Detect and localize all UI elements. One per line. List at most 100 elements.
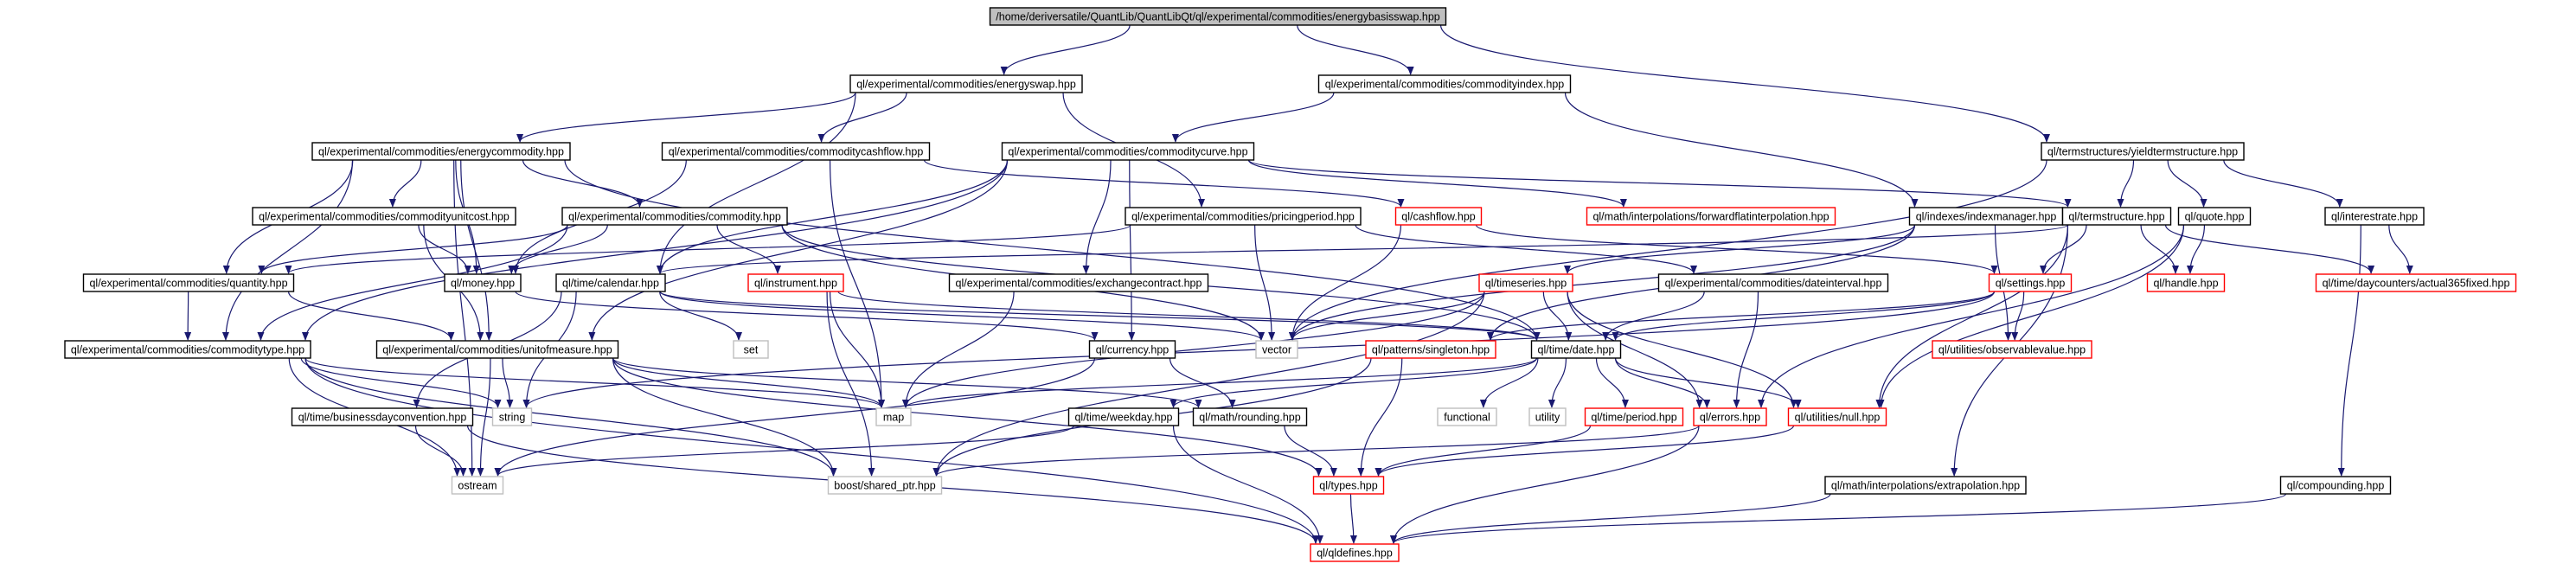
node-commoditytype[interactable]: ql/experimental/commodities/commoditytyp… [64, 340, 311, 359]
node-handle[interactable]: ql/handle.hpp [2146, 273, 2226, 292]
node-forwardflat[interactable]: ql/math/interpolations/forwardflatinterp… [1586, 207, 1836, 226]
edge-yieldtermstructure-to-vector [1289, 159, 2047, 341]
edge-businessday-to-ostream [414, 425, 467, 477]
node-map[interactable]: map [875, 407, 912, 426]
node-label: set [744, 344, 759, 356]
node-ostream[interactable]: ostream [451, 476, 504, 495]
node-box [1394, 207, 1483, 226]
node-box [849, 74, 1083, 93]
node-commodity[interactable]: ql/experimental/commodities/commodity.hp… [561, 207, 788, 226]
node-timeseries[interactable]: ql/timeseries.hpp [1478, 273, 1573, 292]
node-energycommodity[interactable]: ql/experimental/commodities/energycommod… [311, 142, 571, 161]
node-sharedptr[interactable]: boost/shared_ptr.hpp [827, 476, 943, 495]
edge-commoditycurve-to-commoditytype [302, 159, 1009, 341]
edge-unitofmeasure-to-sharedptr [612, 357, 837, 477]
node-utility[interactable]: utility [1528, 407, 1567, 426]
node-root[interactable]: /home/deriversatile/QuantLib/QuantLibQt/… [989, 7, 1447, 26]
node-commodityindex[interactable]: ql/experimental/commodities/commodityind… [1317, 74, 1572, 93]
node-settings[interactable]: ql/settings.hpp [1988, 273, 2073, 292]
node-commodityunitcost[interactable]: ql/experimental/commodities/commodityuni… [252, 207, 516, 226]
node-quantity[interactable]: ql/experimental/commodities/quantity.hpp [82, 273, 295, 292]
edge-unitofmeasure-to-string [502, 357, 514, 408]
node-label: ql/termstructures/yieldtermstructure.hpp [2047, 146, 2238, 158]
node-actual365[interactable]: ql/time/daycounters/actual365fixed.hpp [2315, 273, 2517, 292]
node-label: ql/experimental/commodities/dateinterval… [1665, 278, 1882, 290]
node-currency[interactable]: ql/currency.hpp [1088, 340, 1176, 359]
node-box [311, 142, 571, 161]
node-box [1478, 273, 1573, 292]
node-compounding[interactable]: ql/compounding.hpp [2279, 476, 2392, 495]
node-types[interactable]: ql/types.hpp [1312, 476, 1385, 495]
node-calendar[interactable]: ql/time/calendar.hpp [555, 273, 666, 292]
node-money[interactable]: ql/money.hpp [444, 273, 522, 292]
node-quote[interactable]: ql/quote.hpp [2177, 207, 2252, 226]
node-string[interactable]: string [491, 407, 533, 426]
edge-commoditytype-to-qldefines [304, 357, 1319, 544]
node-box [491, 407, 533, 426]
node-extrapolation[interactable]: ql/math/interpolations/extrapolation.hpp [1824, 476, 2027, 495]
edge-yieldtermstructure-to-interestrate [2223, 159, 2343, 208]
node-label: ql/utilities/null.hpp [1795, 412, 1881, 424]
edge-instrument-to-map [829, 291, 885, 408]
node-label: /home/deriversatile/QuantLib/QuantLibQt/… [996, 11, 1440, 23]
edge-dateinterval-to-errors [1733, 291, 1759, 408]
node-qldefines[interactable]: ql/qldefines.hpp [1310, 543, 1400, 562]
node-box [1932, 340, 2092, 359]
node-commoditycashflow[interactable]: ql/experimental/commodities/commoditycas… [661, 142, 931, 161]
node-termstructure[interactable]: ql/termstructure.hpp [2061, 207, 2172, 226]
node-interestrate[interactable]: ql/interestrate.hpp [2324, 207, 2425, 226]
node-period[interactable]: ql/time/period.hpp [1584, 407, 1684, 426]
node-box [2177, 207, 2252, 226]
node-energyswap[interactable]: ql/experimental/commodities/energyswap.h… [849, 74, 1083, 93]
edge-commoditytype-to-string [300, 357, 502, 408]
node-label: ql/experimental/commodities/commoditycas… [669, 146, 924, 158]
node-unitofmeasure[interactable]: ql/experimental/commodities/unitofmeasur… [375, 340, 619, 359]
edge-settings-to-observablevalue [2011, 291, 2025, 341]
edge-date-to-map [902, 357, 1538, 408]
node-singleton[interactable]: ql/patterns/singleton.hpp [1365, 340, 1496, 359]
edge-weekday-to-qldefines [1172, 425, 1323, 544]
node-errors[interactable]: ql/errors.hpp [1693, 407, 1767, 426]
node-date[interactable]: ql/time/date.hpp [1530, 340, 1622, 359]
edge-interestrate-to-actual365 [2388, 224, 2413, 274]
edge-commodityindex-to-commoditycurve [1171, 92, 1335, 143]
node-exchangecontract[interactable]: ql/experimental/commodities/exchangecont… [948, 273, 1209, 292]
node-label: ql/timeseries.hpp [1485, 278, 1567, 290]
edge-commodity-to-money [508, 224, 608, 274]
node-vector[interactable]: vector [1255, 340, 1298, 359]
node-box [252, 207, 516, 226]
node-cashflow[interactable]: ql/cashflow.hpp [1394, 207, 1483, 226]
edge-singleton-to-types [1357, 357, 1403, 477]
node-box [1067, 407, 1180, 426]
node-businessday[interactable]: ql/time/businessdayconvention.hpp [291, 407, 474, 426]
node-label: ql/types.hpp [1319, 480, 1377, 492]
edge-currency-to-ostream [494, 357, 1096, 477]
nodes-layer: /home/deriversatile/QuantLib/QuantLibQt/… [64, 7, 2517, 562]
node-instrument[interactable]: ql/instrument.hpp [747, 273, 844, 292]
node-indexmanager[interactable]: ql/indexes/indexmanager.hpp [1908, 207, 2064, 226]
edge-settings-to-date [1612, 291, 1996, 341]
node-pricingperiod[interactable]: ql/experimental/commodities/pricingperio… [1125, 207, 1362, 226]
node-box [1437, 407, 1497, 426]
node-label: ql/math/rounding.hpp [1199, 412, 1300, 424]
node-box [2315, 273, 2517, 292]
node-label: ql/qldefines.hpp [1317, 548, 1393, 560]
node-yieldtermstructure[interactable]: ql/termstructures/yieldtermstructure.hpp [2041, 142, 2245, 161]
node-weekday[interactable]: ql/time/weekday.hpp [1067, 407, 1180, 426]
node-commoditycurve[interactable]: ql/experimental/commodities/commoditycur… [1001, 142, 1255, 161]
edge-root-to-energyswap [1000, 24, 1131, 75]
node-observablevalue[interactable]: ql/utilities/observablevalue.hpp [1932, 340, 2092, 359]
node-functional[interactable]: functional [1437, 407, 1497, 426]
node-box [1310, 543, 1400, 562]
node-label: ql/experimental/commodities/pricingperio… [1131, 211, 1355, 223]
node-label: ostream [458, 480, 497, 492]
node-dateinterval[interactable]: ql/experimental/commodities/dateinterval… [1657, 273, 1889, 292]
edge-pricingperiod-to-quantity [285, 224, 1131, 274]
edge-energycommodity-to-commodityunitcost [388, 159, 422, 208]
edge-commodity-to-quantity [258, 224, 568, 274]
node-rounding[interactable]: ql/math/rounding.hpp [1192, 407, 1308, 426]
node-null[interactable]: ql/utilities/null.hpp [1787, 407, 1887, 426]
node-set[interactable]: set [733, 340, 769, 359]
